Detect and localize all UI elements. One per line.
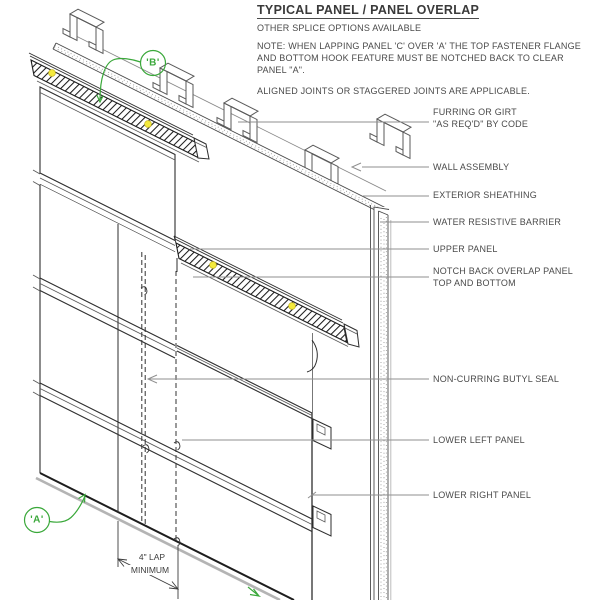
callout-butyl-seal: NON-CURRING BUTYL SEAL <box>433 374 560 384</box>
callout-leaders <box>146 121 429 499</box>
panel-edge-clips <box>312 418 332 537</box>
hat-channel-row <box>62 8 412 190</box>
callout-lower-left-panel: LOWER LEFT PANEL <box>433 435 525 445</box>
aligned-joints-note: ALIGNED JOINTS OR STAGGERED JOINTS ARE A… <box>257 86 530 96</box>
fastener-dot <box>144 120 152 128</box>
callout-lower-right-panel: LOWER RIGHT PANEL <box>433 490 532 500</box>
hidden-joint-lines <box>117 224 181 547</box>
callout-wall-assembly: WALL ASSEMBLY <box>433 162 510 172</box>
callout-upper-panel: UPPER PANEL <box>433 244 498 254</box>
panel-bottom-edge <box>39 472 295 600</box>
note-line-2: AND BOTTOM HOOK FEATURE MUST BE NOTCHED … <box>257 53 564 63</box>
note-line-3: PANEL "A". <box>257 65 305 75</box>
detail-markers <box>23 49 262 597</box>
fastener-dot <box>288 302 296 310</box>
fastener-dot <box>48 69 56 77</box>
callout-notch-back: NOTCH BACK OVERLAP PANEL TOP AND BOTTOM <box>433 266 574 288</box>
lap-dimension-text-2: MINIMUM <box>128 565 172 575</box>
drawing-subtitle: OTHER SPLICE OPTIONS AVAILABLE <box>257 23 422 33</box>
lower-panels-face <box>40 184 312 600</box>
panel-edge-arrow <box>247 586 262 597</box>
fastener-dot <box>209 261 217 269</box>
marker-b-label: 'B' <box>146 57 160 69</box>
panel-bottom-shadow <box>35 476 281 600</box>
note-line-1: NOTE: WHEN LAPPING PANEL 'C' OVER 'A' TH… <box>257 41 581 51</box>
sheathing-edge-vertical <box>370 205 392 600</box>
callout-water-resistive-barrier: WATER RESISTIVE BARRIER <box>433 217 562 227</box>
upper-panel <box>173 235 360 419</box>
lap-dimension-text-1: 4" LAP <box>136 552 168 562</box>
panel-field <box>32 86 313 600</box>
callout-furring: FURRING OR GIRT "AS REQ'D" BY CODE <box>433 107 529 129</box>
top-fastener-flange-strip <box>28 52 210 163</box>
marker-a-label: 'A' <box>30 514 44 526</box>
marker-a-leader <box>49 495 86 523</box>
leader-arrow <box>146 374 158 384</box>
marker-b-leader <box>99 57 141 101</box>
sheathing-top-edge <box>52 42 390 217</box>
leader-arrow <box>350 162 362 172</box>
callout-exterior-sheathing: EXTERIOR SHEATHING <box>433 190 537 200</box>
upper-panel-flange-strip <box>175 242 348 344</box>
drawing-title: TYPICAL PANEL / PANEL OVERLAP <box>257 3 480 19</box>
panel-hook-profile <box>306 339 318 373</box>
top-panel-face <box>39 86 176 242</box>
